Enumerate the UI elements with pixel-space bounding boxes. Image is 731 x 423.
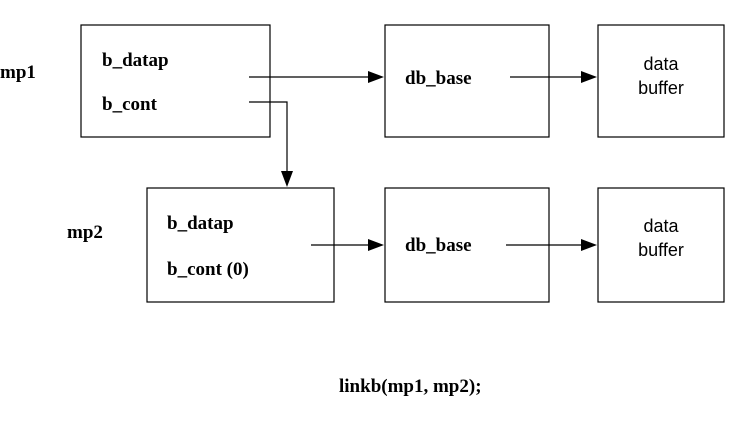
mp1-b-cont-field: b_cont xyxy=(102,94,158,115)
mp1-b-datap-field: b_datap xyxy=(102,50,169,71)
data-buffer-box-row2 xyxy=(597,187,725,303)
mblk-box-mp1 xyxy=(80,24,271,138)
label-mp1: mp1 xyxy=(0,62,36,83)
mblk-box-mp2 xyxy=(146,187,335,303)
arrow-mp1-cont-to-mp2 xyxy=(249,101,288,171)
arrowhead-mp2-datap xyxy=(368,239,384,251)
caption-function-call: linkb(mp1, mp2); xyxy=(339,376,482,397)
dblk-box-row1 xyxy=(384,24,550,138)
label-mp2: mp2 xyxy=(67,222,103,243)
row1-db-base-field: db_base xyxy=(405,68,472,89)
row1-buffer-line2: buffer xyxy=(638,78,684,98)
arrowhead-mp1-datap xyxy=(368,71,384,83)
row2-buffer-line1: data xyxy=(643,216,679,236)
row1-buffer-line1: data xyxy=(643,54,679,74)
row2-buffer-line2: buffer xyxy=(638,240,684,260)
arrowhead-mp1-cont xyxy=(281,171,293,187)
mp2-b-cont-field: b_cont (0) xyxy=(167,259,249,280)
arrowhead-row1-buffer xyxy=(581,71,597,83)
mp2-b-datap-field: b_datap xyxy=(167,213,234,234)
data-buffer-box-row1 xyxy=(597,24,725,138)
arrowhead-row2-buffer xyxy=(581,239,597,251)
row2-db-base-field: db_base xyxy=(405,235,472,256)
